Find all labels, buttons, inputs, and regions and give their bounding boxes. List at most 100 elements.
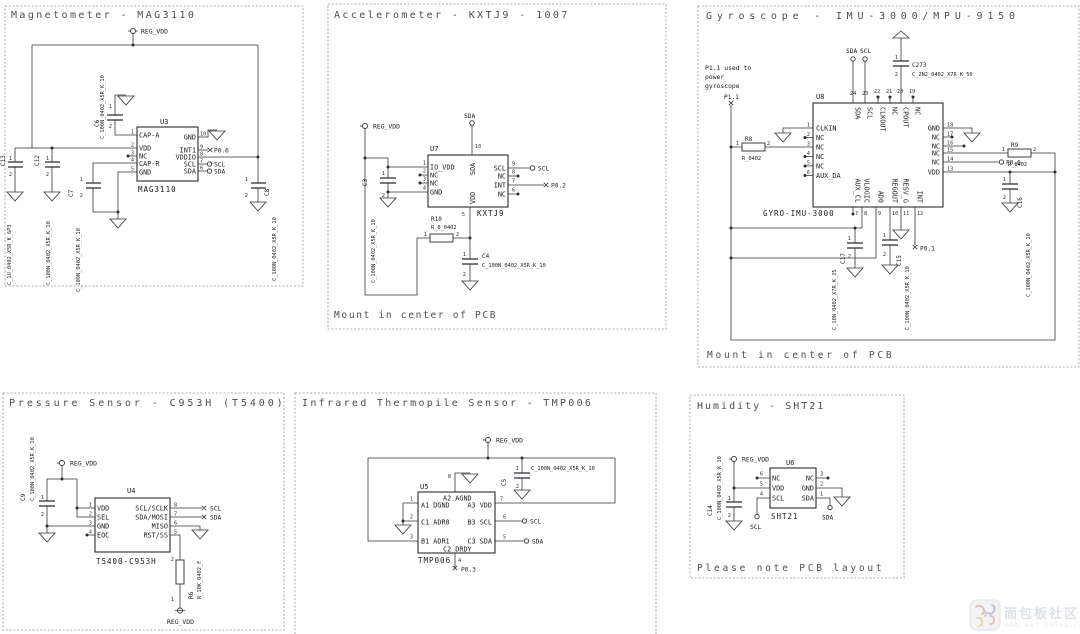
res-value: R_10K_0402_F — [197, 561, 203, 599]
cap-ref: C12 — [34, 155, 41, 166]
pin-label: B3 SCL — [467, 518, 492, 526]
pin-label: GND — [97, 522, 109, 530]
pin-label: A2 AGND — [443, 495, 472, 503]
pin-label: NC — [891, 107, 899, 115]
cap-ref: C9 — [20, 493, 27, 501]
pin-number: 9 — [512, 162, 515, 168]
pin-number: 1 — [883, 233, 886, 239]
pin-number: 1 — [728, 496, 731, 502]
pin-number: 5 — [131, 167, 134, 173]
pin-number: 5 — [807, 161, 810, 167]
u8-chip-body — [812, 102, 944, 208]
u3-chip-body — [136, 126, 199, 182]
cap-value: C_10N_0402_X7R_K_25 — [832, 269, 838, 330]
capacitor-plates — [380, 177, 478, 265]
pin-number: 3 — [820, 472, 823, 478]
pin-number: 19 — [909, 89, 915, 95]
note-line: P1.1 used to — [705, 64, 751, 72]
accelerometer-block: Accelerometer - KXTJ9 - 1007 REG_VDD SDA… — [327, 3, 667, 330]
pin-number: 1 — [895, 55, 898, 61]
pin-number: 22 — [874, 89, 880, 95]
cap-ref: C17 — [840, 253, 847, 264]
pin-label: GND — [928, 124, 940, 132]
pin-number: 2 — [820, 482, 823, 488]
pin-label: RST/SS — [143, 531, 168, 539]
pin-number: 2 — [41, 512, 44, 518]
cap-ref: C14 — [707, 505, 714, 516]
pin-number: 6 — [512, 188, 515, 194]
pin-label: SEL — [97, 513, 109, 521]
pin-label: CLKOUT — [879, 107, 887, 132]
power-label: REG_VDD — [496, 437, 523, 445]
pin-number: 1 — [736, 141, 739, 147]
pin-label: GND — [139, 168, 151, 176]
svg-text:1: 1 — [9, 156, 12, 162]
watermark: 面包板社区 mbb.eet-china.com — [969, 599, 1080, 631]
pin-label: INT — [494, 181, 506, 189]
pin-label: CLKIN — [816, 124, 836, 132]
pin-label: RESV_G — [902, 178, 910, 203]
pin-label: VDDIO — [176, 153, 196, 161]
res-ref: R9 — [1011, 142, 1019, 149]
block-title: Magnetometer - MAG3110 — [11, 10, 196, 21]
pin-number: 6 — [200, 166, 203, 172]
cap-value: C_100N_0402_X5R_K_10 — [30, 437, 36, 501]
block-border — [294, 392, 657, 634]
chip-part: SHT21 — [771, 512, 799, 521]
cap-ref: C7 — [68, 189, 75, 197]
cap-pin-numbers: 12 12 12 12 12 — [9, 104, 248, 199]
pin-number: 8 — [448, 474, 451, 480]
svg-text:1: 1 — [245, 177, 248, 183]
watermark-logo-squiggles — [975, 604, 996, 627]
u4-chip-body — [94, 497, 171, 553]
watermark-name: 面包板社区 — [1004, 606, 1079, 622]
cap-value: C_100N_0402_X5R_K_10 — [371, 219, 377, 283]
pin-number: 2 — [131, 143, 134, 149]
pin-number: 8 — [864, 211, 867, 217]
cap-ref: C6 — [94, 119, 101, 127]
scl-terminal-icon — [754, 513, 760, 520]
cap-ref: C273 — [912, 62, 927, 69]
pin-label: GND — [802, 484, 814, 492]
r6-resistor-body — [175, 559, 185, 585]
pin-label: NC — [932, 133, 940, 141]
block-border — [4, 5, 304, 287]
pin-number: 15 — [947, 148, 953, 154]
pin-number: 1 — [89, 503, 92, 509]
scl-terminal-icon — [862, 56, 868, 62]
pin-number: 12 — [917, 211, 923, 217]
pin-number: 6 — [174, 521, 177, 527]
pin-number: 7 — [174, 512, 177, 518]
pin-label: SCL/SCLK — [135, 504, 169, 512]
pin-number: 24 — [850, 91, 856, 97]
pin-label: IO_VDD — [430, 163, 455, 171]
cap-value: C_100N_0402_X5R_K_10 — [531, 466, 595, 472]
capacitor-plates — [8, 114, 266, 189]
pin-number: 2 — [410, 515, 413, 521]
pin-label: NC — [498, 172, 506, 180]
wires — [733, 461, 843, 521]
pin-label: NC — [932, 149, 940, 157]
pin-number: 2 — [89, 512, 92, 518]
net-x-marker — [207, 147, 213, 153]
net-label-scl: SCL — [214, 162, 225, 169]
block-note: Mount in center of PCB — [707, 350, 894, 361]
pin-number: 2 — [423, 169, 426, 175]
pin-label: VDD — [469, 192, 477, 204]
pin-label: VDD — [928, 168, 940, 176]
scl-terminal-icon — [529, 165, 536, 171]
net-x-marker — [912, 244, 918, 250]
res-value: R_0402 — [1008, 162, 1027, 168]
chip-part: T5400-C953H — [96, 557, 157, 566]
net-label-sda-top: SDA — [464, 113, 475, 120]
pin-label: C1 ADR0 — [421, 518, 450, 526]
gyroscope-block: Gyroscope - IMU-3000/MPU-9150 P1.1 used … — [697, 5, 1080, 368]
pin-label: SCL — [184, 160, 196, 168]
pin-number: 4 — [131, 158, 134, 164]
capacitor-plates — [39, 500, 55, 507]
pin-number: 21 — [886, 89, 892, 95]
r9-resistor-body — [1007, 148, 1032, 158]
pin-label: MISO — [152, 522, 168, 530]
pin-number: 10 — [475, 144, 481, 150]
